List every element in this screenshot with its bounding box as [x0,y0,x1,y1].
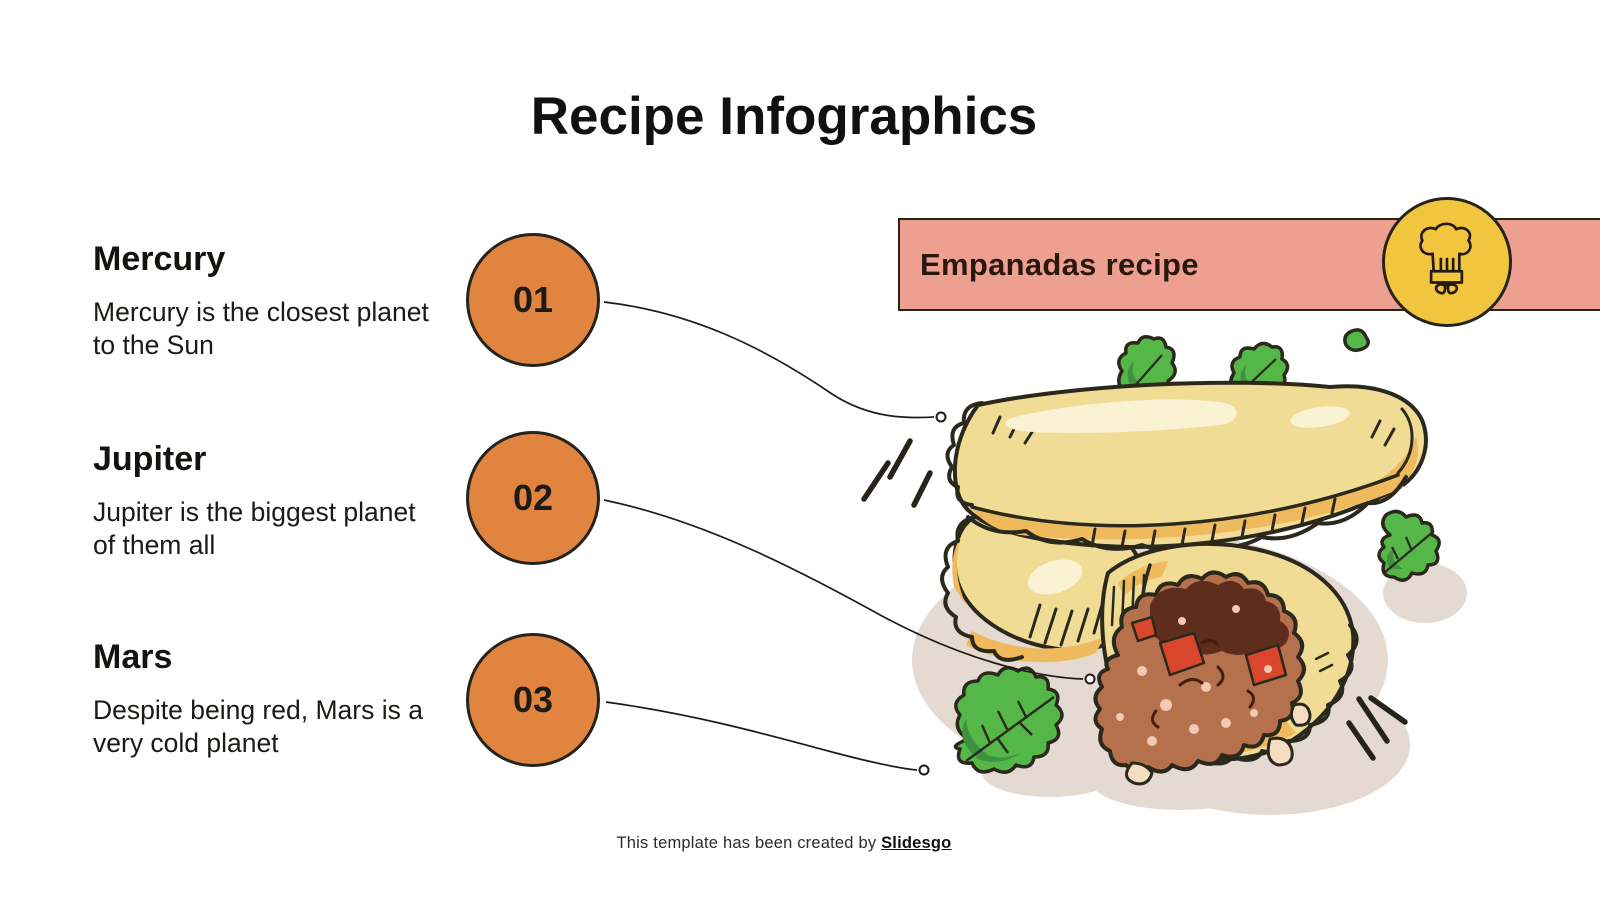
item-mercury: Mercury Mercury is the closest planet to… [93,240,438,361]
page-title: Recipe Infographics [530,87,1038,146]
chef-hat-badge [1382,197,1512,327]
step-number-03: 03 [512,679,554,720]
step-number-02: 02 [512,477,554,518]
chef-hat-icon [1419,222,1472,295]
parsley-right [1377,509,1441,582]
item-mars-description: Despite being red, Mars is a very cold p… [93,695,423,758]
step-circle-02: 02 [466,431,600,565]
step-number-01: 01 [512,279,554,320]
item-jupiter: Jupiter Jupiter is the biggest planet of… [93,440,438,561]
item-mercury-name: Mercury [93,240,226,278]
item-mars: Mars Despite being red, Mars is a very c… [93,638,438,759]
empanadas-illustration [861,328,1467,815]
item-jupiter-description: Jupiter is the biggest planet of them al… [93,497,416,560]
parsley-bottom-left [953,666,1064,774]
recipe-banner-label: Empanadas recipe [920,246,1199,282]
footer-text: This template has been created by [616,834,882,852]
item-jupiter-name: Jupiter [93,440,207,478]
slidesgo-link[interactable]: Slidesgo [881,834,952,852]
item-mars-name: Mars [93,638,173,676]
footer-credit: This template has been created by Slides… [0,834,1568,853]
meat-filling [1093,570,1312,786]
emphasis-dashes [861,438,1408,761]
item-mercury-description: Mercury is the closest planet to the Sun [93,297,429,360]
step-circle-01: 01 [466,233,600,367]
empanada-top [945,380,1428,553]
step-circle-03: 03 [466,633,600,767]
